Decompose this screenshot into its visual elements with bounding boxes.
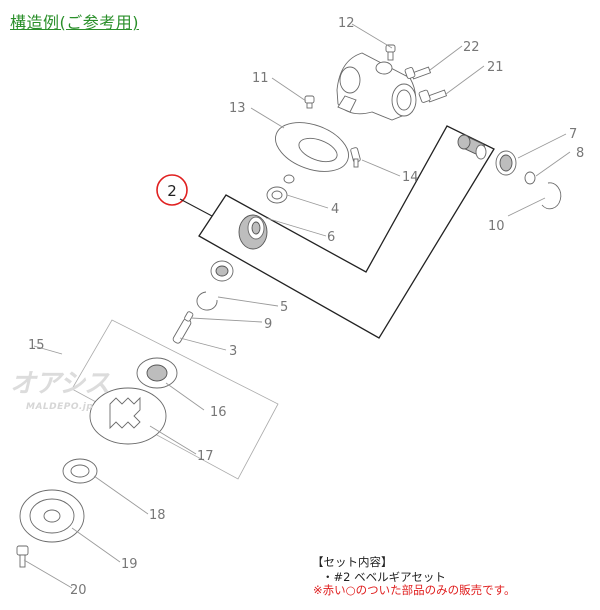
callout-leader: [179, 198, 213, 217]
pinion-shaft-part: [457, 134, 487, 160]
part-number-labels: 12 22 21 11 13 7 8 14 4 6 10 5 9 3 15 16…: [28, 16, 584, 598]
leader-lines: [23, 23, 571, 589]
part-number: 21: [487, 60, 504, 75]
bearing-7-part: [495, 150, 517, 176]
bolt-14-part: [350, 147, 361, 168]
part-number: 15: [28, 338, 45, 353]
lower-assembly-outline: [71, 319, 279, 480]
callout-label: 2: [167, 182, 177, 200]
part-number: 11: [252, 71, 269, 86]
drive-shaft-part: [172, 311, 194, 344]
bearing-upper-part: [210, 260, 234, 282]
gear-set-outline: [198, 125, 495, 339]
bolt-20-part: [16, 545, 29, 568]
part-number: 10: [488, 219, 505, 234]
bolt-21-part: [418, 89, 448, 103]
washer-18-part: [62, 458, 98, 484]
bevel-gear-part: [238, 214, 268, 250]
brand-logo-sub: MALDEPO.jp: [26, 402, 94, 412]
part-number: 9: [264, 317, 272, 332]
sales-warning-note: ※赤い○のついた部品のみの販売です。: [313, 583, 516, 597]
part-number: 7: [569, 127, 577, 142]
bearing-16-part: [136, 357, 178, 389]
part-number: 22: [463, 40, 480, 55]
set-contents-heading: 【セット内容】: [312, 555, 393, 569]
part-number: 3: [229, 344, 237, 359]
snap-ring-5-part: [196, 291, 218, 311]
part-number: 12: [338, 16, 355, 31]
part-number: 8: [576, 146, 584, 161]
grease-screw-11-part: [304, 95, 315, 109]
part-number: 19: [121, 557, 138, 572]
bolt-22-part: [404, 66, 432, 80]
part-number: 5: [280, 300, 288, 315]
ring-8-part: [524, 171, 536, 185]
callout-circle: [156, 174, 188, 206]
part-number: 16: [210, 405, 227, 420]
part-number: 6: [327, 230, 335, 245]
part-number: 18: [149, 508, 166, 523]
cup-19-part: [19, 489, 85, 543]
holder-17-part: [89, 387, 167, 445]
dust-cover-13-part: [275, 122, 349, 172]
part-number: 4: [331, 202, 339, 217]
snap-ring-10-part: [541, 182, 562, 210]
gear-case-part: [336, 52, 417, 121]
screw-12-part: [385, 44, 396, 61]
brand-logo: オアシス: [10, 369, 110, 399]
part-number: 17: [197, 449, 214, 464]
set-contents-item: ・#2 ベベルギアセット: [322, 570, 446, 584]
part-number: 14: [402, 170, 419, 185]
part-number: 13: [229, 101, 246, 116]
washer-4-part: [266, 186, 288, 204]
small-ring-part: [283, 174, 295, 184]
page-title: 構造例(ご参考用): [10, 13, 139, 32]
part-number: 20: [70, 583, 87, 598]
